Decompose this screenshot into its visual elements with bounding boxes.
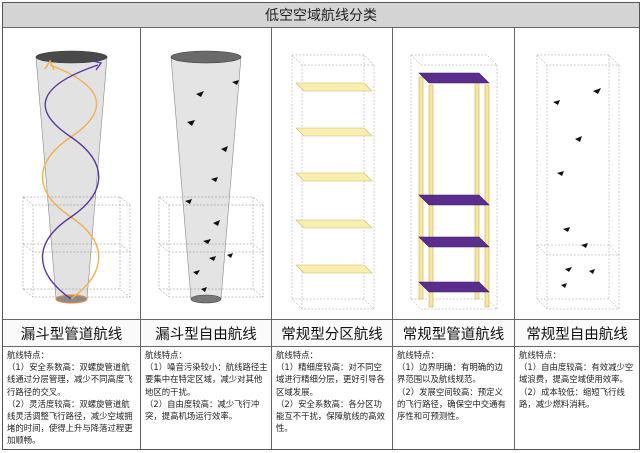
desc-heading: 航线特点：	[519, 350, 561, 360]
purple-layers	[418, 72, 490, 293]
column-funnel-free: 漏斗型自由航线 航线特点： （1）噪音污染较小：航线路径主要集中在特定区域，减少…	[141, 27, 272, 449]
desc-heading: 航线特点：	[145, 350, 187, 360]
aircraft-markers	[185, 80, 239, 292]
desc-heading: 航线特点：	[7, 350, 49, 360]
column-description: 航线特点： （1）自由度较高：有效减少空域浪费，提高空域使用效率。 （2）成本较…	[519, 349, 636, 410]
column-title: 漏斗型自由航线	[141, 319, 271, 347]
desc-item: （1）精细度较高：对不同空域进行精细分层，更好引导各区域发展。	[276, 362, 385, 397]
desc-item: （1）安全系数高：双螺旋管道航线通过分层管理，减少不同高度飞行路径的交叉。	[7, 362, 133, 397]
funnel-top-ellipse	[170, 50, 242, 64]
funnel-top-ellipse	[35, 50, 108, 64]
column-title: 常规型管道航线	[393, 319, 514, 347]
diagram-title: 低空空域航线分类	[3, 3, 639, 28]
column-funnel-pipeline: 漏斗型管道航线 航线特点： （1）安全系数高：双螺旋管道航线通过分层管理，减少不…	[3, 27, 141, 449]
column-description: 航线特点： （1）精细度较高：对不同空域进行精细分层，更好引导各区域发展。 （2…	[276, 349, 389, 434]
funnel-shape	[35, 56, 108, 300]
illustration-regular-free	[515, 27, 639, 319]
illustration-regular-zoned	[272, 27, 392, 319]
column-description: 航线特点： （1）安全系数高：双螺旋管道航线通过分层管理，减少不同高度飞行路径的…	[7, 349, 137, 447]
desc-heading: 航线特点：	[397, 350, 439, 360]
desc-heading: 航线特点：	[276, 350, 318, 360]
column-title: 常规型分区航线	[272, 319, 392, 347]
aircraft-markers	[553, 88, 601, 288]
column-title: 漏斗型管道航线	[3, 319, 140, 347]
layer-plates	[295, 82, 373, 274]
pillars	[418, 76, 490, 308]
illustration-funnel-pipeline	[3, 27, 140, 319]
funnel-bottom-ellipse	[190, 294, 222, 304]
desc-item: （2）灵活度较高：双螺旋管道航线灵活调整飞行路径，减少空域拥堵的时间，使得上升与…	[7, 398, 133, 446]
desc-item: （1）自由度较高：有效减少空域浪费，提高空域使用效率。	[519, 362, 634, 385]
desc-item: （2）自由度较高：减少飞行冲突，提高机场运行效率。	[145, 398, 260, 422]
arrow-up-orange-icon	[44, 59, 55, 71]
column-regular-zoned: 常规型分区航线 航线特点： （1）精细度较高：对不同空域进行精细分层，更好引导各…	[272, 27, 393, 449]
column-regular-free: 常规型自由航线 航线特点： （1）自由度较高：有效减少空域浪费，提高空域使用效率…	[515, 27, 639, 449]
desc-item: （2）发展空间较高：预定义的飞行路径，确保空中交通有序性和可预测性。	[397, 386, 506, 422]
helix-purple-path	[41, 64, 100, 300]
desc-item: （2）成本较低：缩短飞行线路，减少燃料消耗。	[519, 386, 625, 409]
desc-item: （2）安全系数高：各分区功能互不干扰，保障航线的高效性。	[276, 398, 385, 434]
column-title: 常规型自由航线	[515, 319, 639, 347]
column-description: 航线特点： （1）边界明确：有明确的边界范围以及航线规范。 （2）发展空间较高：…	[397, 349, 511, 422]
desc-item: （1）噪音污染较小：航线路径主要集中在特定区域，减少对其他地区的干扰。	[145, 362, 268, 397]
desc-item: （1）边界明确：有明确的边界范围以及航线规范。	[397, 362, 503, 385]
column-description: 航线特点： （1）噪音污染较小：航线路径主要集中在特定区域，减少对其他地区的干扰…	[145, 349, 268, 422]
arrow-up-purple-icon	[92, 60, 103, 71]
helix-orange-path	[42, 64, 100, 300]
illustration-funnel-free	[141, 27, 271, 319]
funnel-shape	[170, 56, 242, 300]
illustration-regular-pipeline	[393, 27, 514, 319]
column-regular-pipeline: 常规型管道航线 航线特点： （1）边界明确：有明确的边界范围以及航线规范。 （2…	[393, 27, 515, 449]
